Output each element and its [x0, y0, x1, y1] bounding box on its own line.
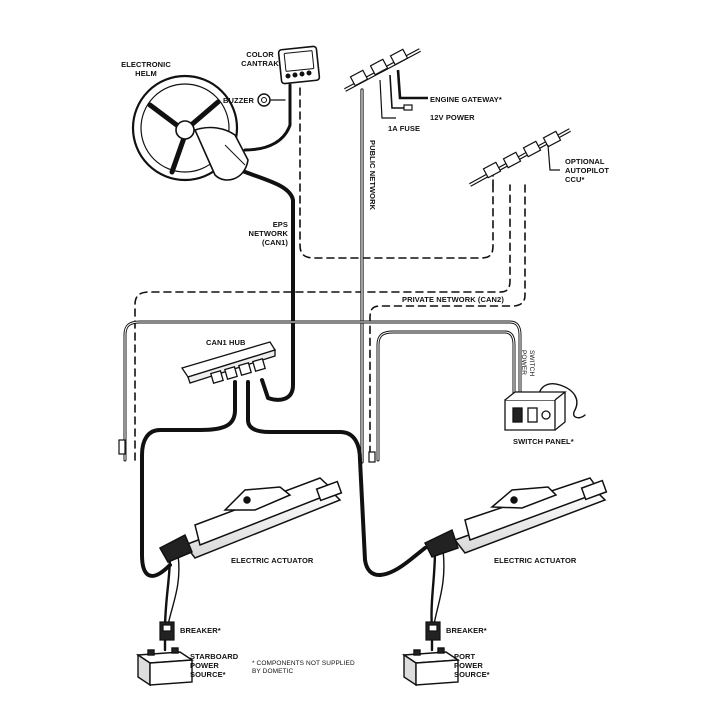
- label-switch-power: SWITCH POWER: [520, 350, 535, 377]
- label-public-network: PUBLIC NETWORK: [368, 140, 377, 211]
- label-starboard-power-source: STARBOARD POWER SOURCE*: [190, 652, 239, 679]
- label-color-cantrak: COLOR CANtrak: [241, 50, 279, 68]
- helm-cantrak-cable: [243, 83, 292, 152]
- footnote: * COMPONENTS NOT SUPPLIED BY DOMETIC: [252, 660, 355, 675]
- electric-actuator-right: [423, 477, 608, 558]
- hub-right-actuator-cable: [246, 380, 427, 577]
- battery-right: [401, 647, 461, 687]
- private-network-cable-3: [369, 184, 526, 461]
- eps-network-cable: [238, 168, 295, 402]
- cables: [123, 83, 586, 652]
- terminators: [118, 439, 376, 463]
- battery-left: [135, 647, 195, 687]
- private-network-cable-1: [299, 87, 494, 259]
- breaker-right: [425, 621, 441, 641]
- label-buzzer: BUZZER: [222, 96, 254, 105]
- label-engine-gateway: ENGINE GATEWAY*: [430, 95, 502, 104]
- switch-power-cable: [123, 320, 522, 462]
- label-port-power-source: PORT POWER SOURCE*: [454, 652, 490, 679]
- label-12v-power: 12V POWER: [430, 113, 475, 122]
- autopilot-backbone: [469, 128, 571, 187]
- can1-hub: [180, 341, 276, 384]
- color-cantrak-display: [277, 45, 321, 85]
- label-private-network: PRIVATE NETWORK (CAN2): [402, 295, 504, 304]
- electronic-helm: [131, 74, 249, 182]
- label-eps-network: EPS NETWORK (CAN1): [248, 220, 288, 247]
- label-optional-autopilot: OPTIONAL AUTOPILOT CCU*: [565, 157, 610, 184]
- label-can1-hub: CAN1 HUB: [206, 338, 246, 347]
- private-network-cable-2: [134, 184, 511, 461]
- switch-panel: [504, 391, 567, 431]
- label-electric-actuator-left: ELECTRIC ACTUATOR: [231, 556, 314, 565]
- public-network-backbone: [344, 48, 428, 119]
- label-1a-fuse: 1A FUSE: [388, 124, 421, 133]
- label-breaker-right: BREAKER*: [446, 626, 487, 635]
- hub-left-actuator-cable: [140, 380, 237, 578]
- electric-actuator-left: [158, 477, 343, 563]
- switch-panel-cord: [538, 383, 586, 419]
- label-electric-actuator-right: ELECTRIC ACTUATOR: [494, 556, 577, 565]
- breaker-left: [159, 621, 175, 641]
- label-breaker-left: BREAKER*: [180, 626, 221, 635]
- label-switch-panel: SWITCH PANEL*: [513, 437, 574, 446]
- buzzer: [257, 93, 271, 107]
- label-electronic-helm: ELECTRONIC HELM: [121, 60, 171, 78]
